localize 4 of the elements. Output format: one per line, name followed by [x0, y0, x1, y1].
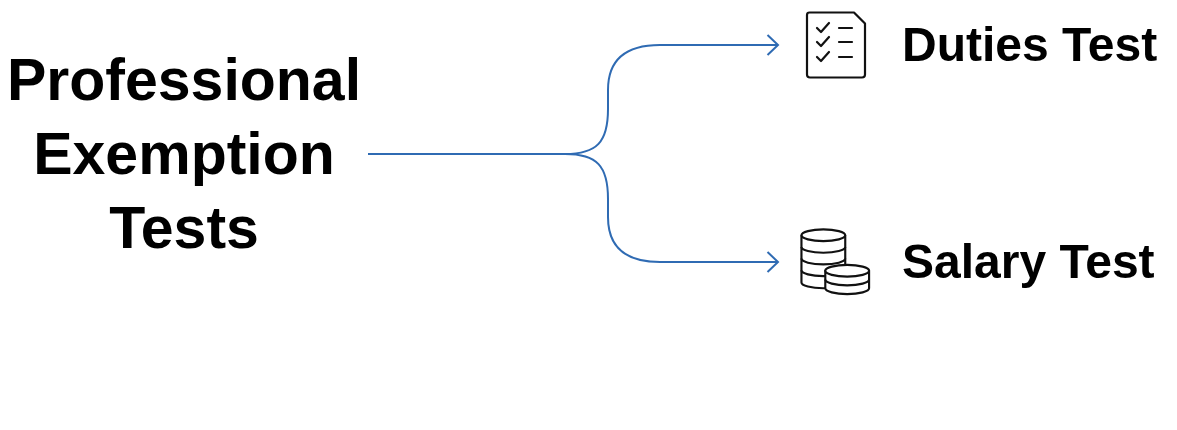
node-label: Salary Test: [902, 234, 1155, 290]
branching-arrow: [367, 153, 779, 273]
node-label: Duties Test: [902, 17, 1158, 73]
node-label: Professional Exemption Tests: [0, 43, 368, 265]
